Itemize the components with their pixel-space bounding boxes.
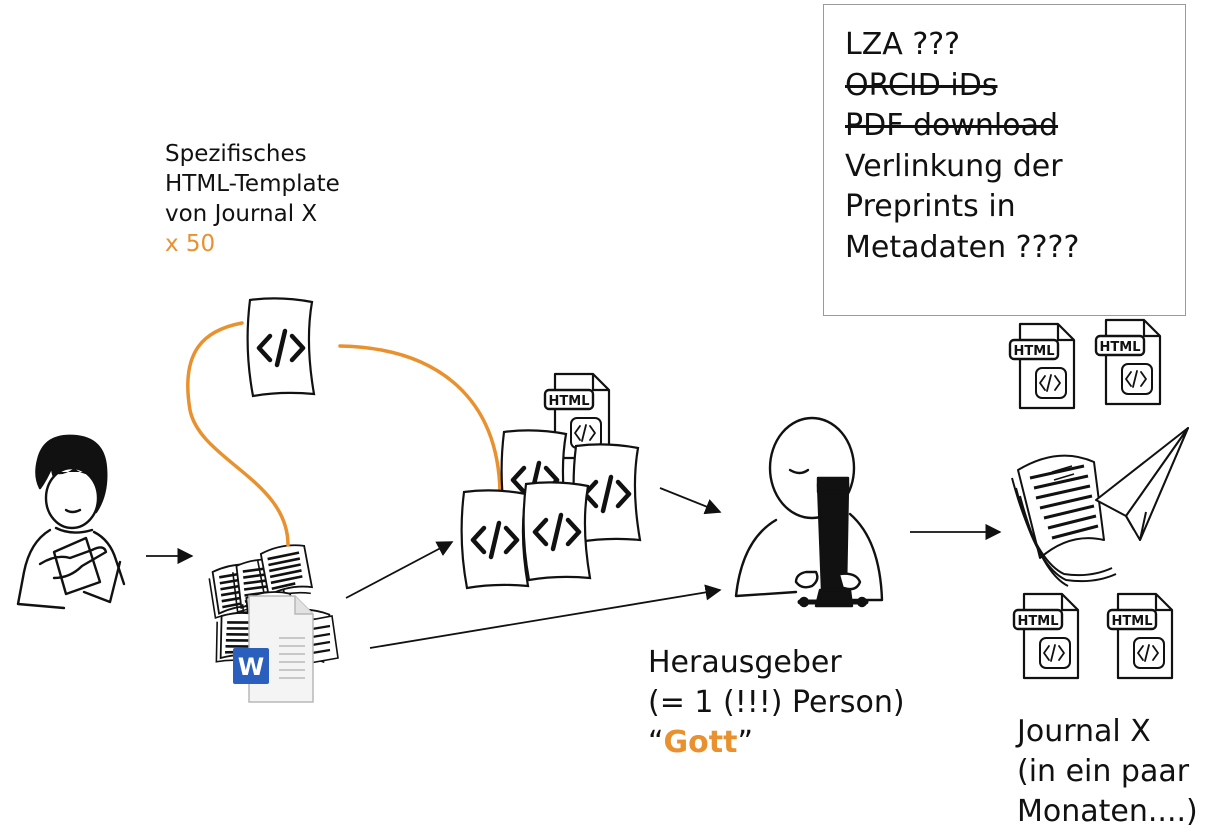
author-figure-icon (16, 434, 126, 610)
quote-close: ” (737, 725, 754, 760)
note-item-orcid: ORCID iDs (845, 67, 998, 103)
editor-label: Herausgeber (= 1 (!!!) Person) “Gott” (648, 643, 905, 763)
note-item-lza: LZA ??? (845, 27, 961, 62)
journal-label-line-3: Monaten....) (1017, 794, 1198, 829)
journal-label: Journal X (in ein paar Monaten....) (1017, 712, 1198, 832)
note-item-verlinkung: Verlinkung der (845, 148, 1063, 184)
template-label-line-3: von Journal X (165, 201, 318, 227)
open-issues-box: LZA ??? ORCID iDs PDF download Verlinkun… (823, 4, 1186, 316)
arrow-manuscript-to-html (345, 541, 454, 599)
published-html-files-bottom-icon (1012, 592, 1174, 680)
template-code-sheet-icon (248, 298, 314, 396)
editor-label-line-2: (= 1 (!!!) Person) (648, 685, 905, 720)
journal-label-line-1: Journal X (1017, 714, 1151, 749)
template-label-line-1: Spezifisches (165, 141, 307, 167)
note-item-pdf: PDF download (845, 108, 1059, 143)
template-label-line-2: HTML-Template (165, 171, 340, 197)
editor-with-microscope-icon (734, 416, 884, 608)
journal-publication-icon (1011, 427, 1189, 587)
journal-label-line-2: (in ein paar (1017, 754, 1190, 789)
arrow-html-to-editor (659, 487, 722, 515)
arrow-manuscript-to-editor (369, 584, 722, 649)
note-item-preprints: Preprints in (845, 189, 1016, 224)
editor-label-line-3: “Gott” (648, 723, 905, 763)
template-flow-curve-2 (338, 344, 502, 494)
editor-emphasis: Gott (663, 725, 738, 760)
html-articles-cluster-icon (462, 372, 640, 588)
template-flow-curve (186, 321, 290, 547)
quote-open: “ (648, 725, 664, 760)
editor-label-line-1: Herausgeber (648, 645, 842, 680)
word-letter: W (238, 653, 264, 681)
template-label: Spezifisches HTML-Template von Journal X… (165, 139, 340, 259)
note-item-metadaten: Metadaten ???? (845, 229, 1080, 265)
published-html-files-top-icon (1008, 318, 1162, 410)
template-multiplier: x 50 (165, 231, 216, 257)
word-document-icon: W (233, 595, 314, 703)
